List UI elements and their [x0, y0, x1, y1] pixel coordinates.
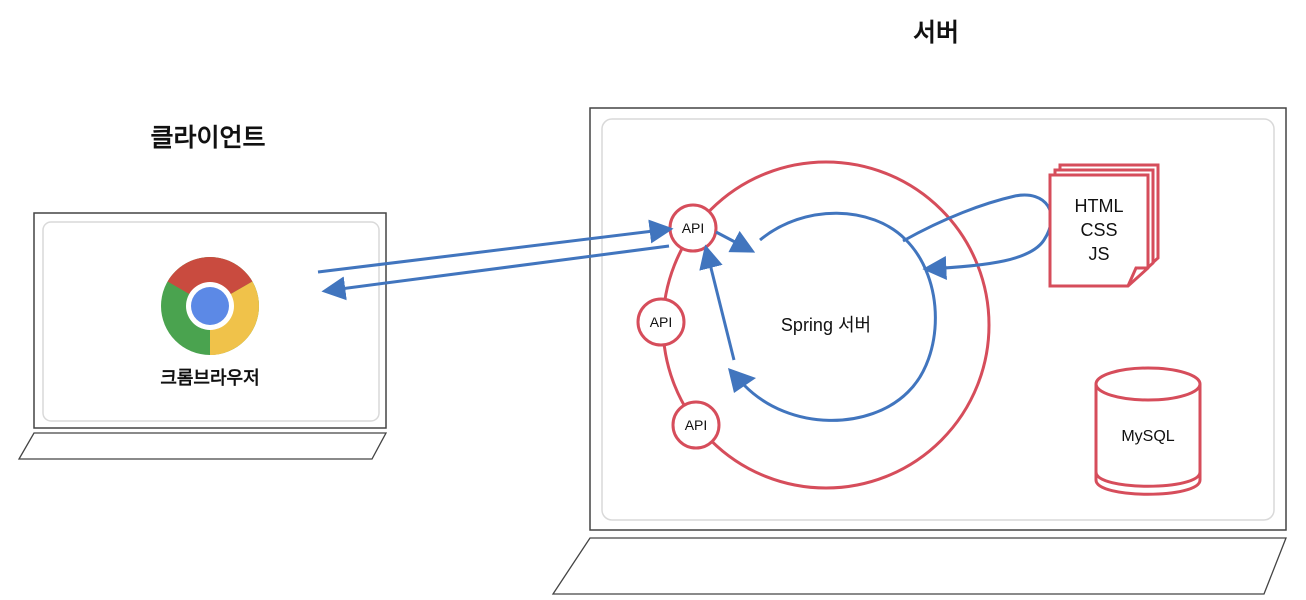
server-laptop-base [551, 537, 1287, 595]
asset-css-label: CSS [1080, 220, 1117, 240]
client-to-api-arrow [317, 219, 674, 274]
spring-cycle-arrowhead [728, 368, 756, 393]
api-node-middle: API [636, 297, 686, 347]
spring-cycle-path [742, 211, 937, 422]
static-assets-front-sheet [1048, 173, 1150, 288]
api-to-spring-arrow [715, 230, 756, 253]
mysql-database: MySQL [1094, 366, 1202, 496]
browser-label: 크롬브라우저 [160, 368, 259, 389]
server-title: 서버 [913, 18, 959, 47]
mysql-cylinder-inner-rim [1094, 471, 1202, 488]
api-node-bottom: API [671, 400, 721, 450]
client-laptop-base [17, 432, 388, 460]
mysql-label: MySQL [1121, 428, 1174, 445]
api-to-client-arrow [321, 244, 670, 301]
mysql-cylinder-body [1094, 384, 1202, 496]
api-label-top: API [682, 220, 705, 236]
asset-js-label: JS [1088, 244, 1109, 264]
spring-server-label: Spring 서버 [781, 315, 871, 335]
asset-html-label: HTML [1075, 196, 1124, 216]
api-node-top: API [668, 203, 718, 253]
mysql-cylinder-top [1094, 366, 1202, 402]
static-assets-folded-corner [1126, 266, 1148, 287]
server-laptop [551, 107, 1287, 595]
static-assets-loop-arrow [902, 193, 1053, 281]
chrome-icon [161, 257, 259, 355]
static-assets-document: HTML CSS JS [1048, 163, 1160, 288]
spring-to-api-arrow [699, 244, 736, 361]
client-title: 클라이언트 [150, 123, 265, 152]
api-label-middle: API [650, 314, 673, 330]
api-label-bottom: API [685, 417, 708, 433]
